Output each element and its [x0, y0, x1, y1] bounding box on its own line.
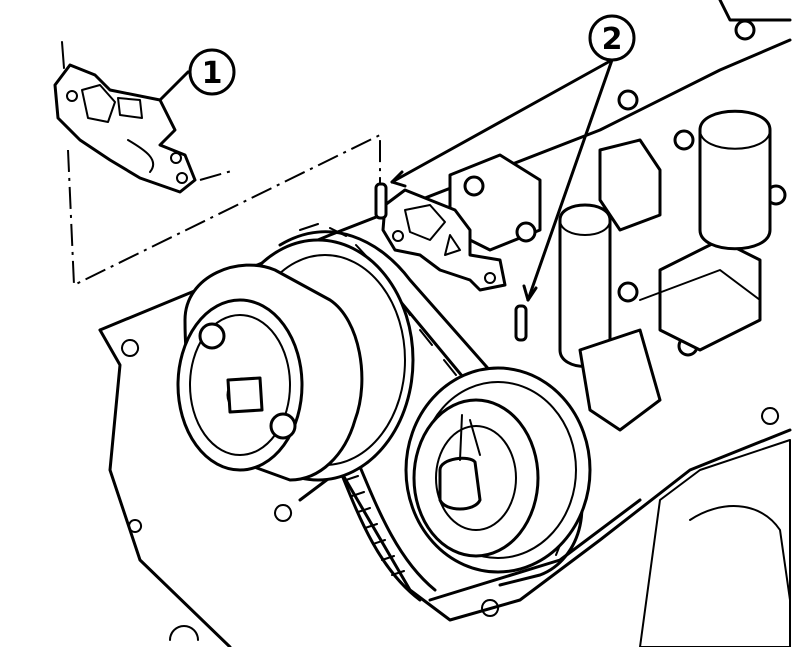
leader-lines [158, 58, 614, 302]
installed-gasket [381, 188, 507, 292]
callout-2-circle [588, 14, 636, 62]
intake-camshaft-sprocket [176, 238, 415, 482]
camshaft-bearing-caps [448, 19, 787, 432]
gasket-part [53, 41, 197, 194]
cylinder-head [98, 0, 792, 647]
callout-1-label: 1 [202, 56, 223, 91]
callout-2: 2 [588, 14, 636, 62]
exhaust-camshaft-sprocket [404, 366, 592, 574]
dowel-pins [374, 182, 528, 342]
callout-1-circle [188, 48, 236, 96]
callout-2-label: 2 [602, 22, 623, 57]
exploded-view-guide [67, 133, 381, 287]
callout-1: 1 [188, 48, 236, 96]
